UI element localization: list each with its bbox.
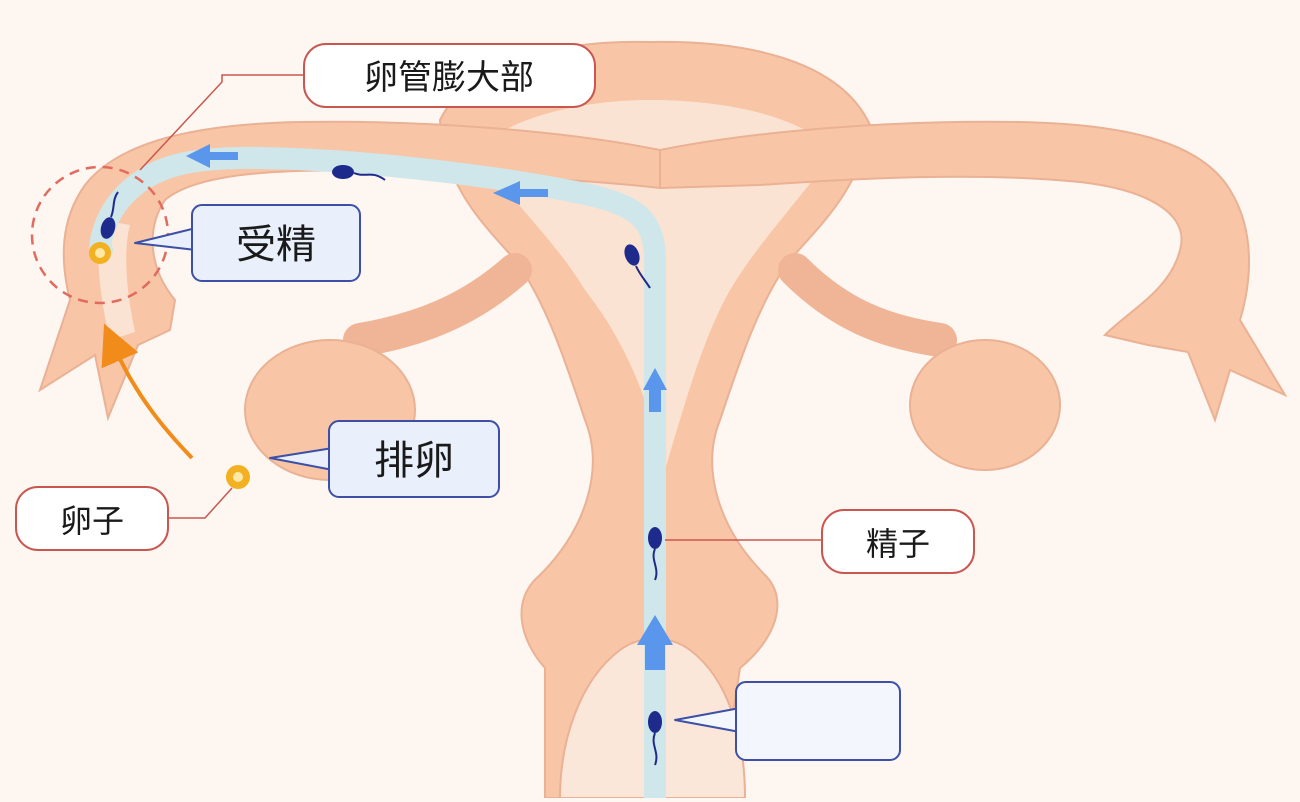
sperm-icon — [648, 527, 662, 581]
label-sperm: 精子 — [821, 509, 975, 574]
callout-fertilization-text: 受精 — [236, 222, 316, 268]
egg-icon — [89, 242, 111, 264]
label-sperm-text: 精子 — [866, 525, 930, 563]
label-egg-text: 卵子 — [60, 502, 124, 540]
sperm-icon — [100, 191, 119, 239]
arrow-icon — [493, 181, 548, 205]
fallopian-tube-right — [659, 120, 1288, 424]
egg-icon — [226, 465, 250, 489]
label-egg: 卵子 — [15, 486, 169, 551]
ovary-right — [778, 253, 1061, 471]
callout-ovulation: 排卵 — [269, 420, 500, 498]
ampulla-leader — [139, 74, 305, 171]
sperm-group — [100, 165, 662, 766]
arrow-icon — [637, 615, 673, 670]
sperm-path — [89, 146, 666, 802]
egg-leader — [168, 487, 233, 519]
direction-arrows — [186, 144, 673, 670]
label-ampulla-text: 卵管膨大部 — [364, 58, 534, 98]
sperm-icon — [648, 711, 662, 766]
arrow-icon — [643, 368, 667, 412]
arrow-icon — [186, 144, 238, 168]
callout-fertilization: 受精 — [134, 204, 361, 282]
callout-ovulation-text: 排卵 — [374, 438, 454, 484]
sperm-icon — [624, 244, 651, 289]
ovulation-arrow — [101, 323, 194, 460]
callout-blank — [674, 681, 901, 761]
label-ampulla: 卵管膨大部 — [303, 43, 596, 108]
sperm-icon — [332, 165, 386, 181]
